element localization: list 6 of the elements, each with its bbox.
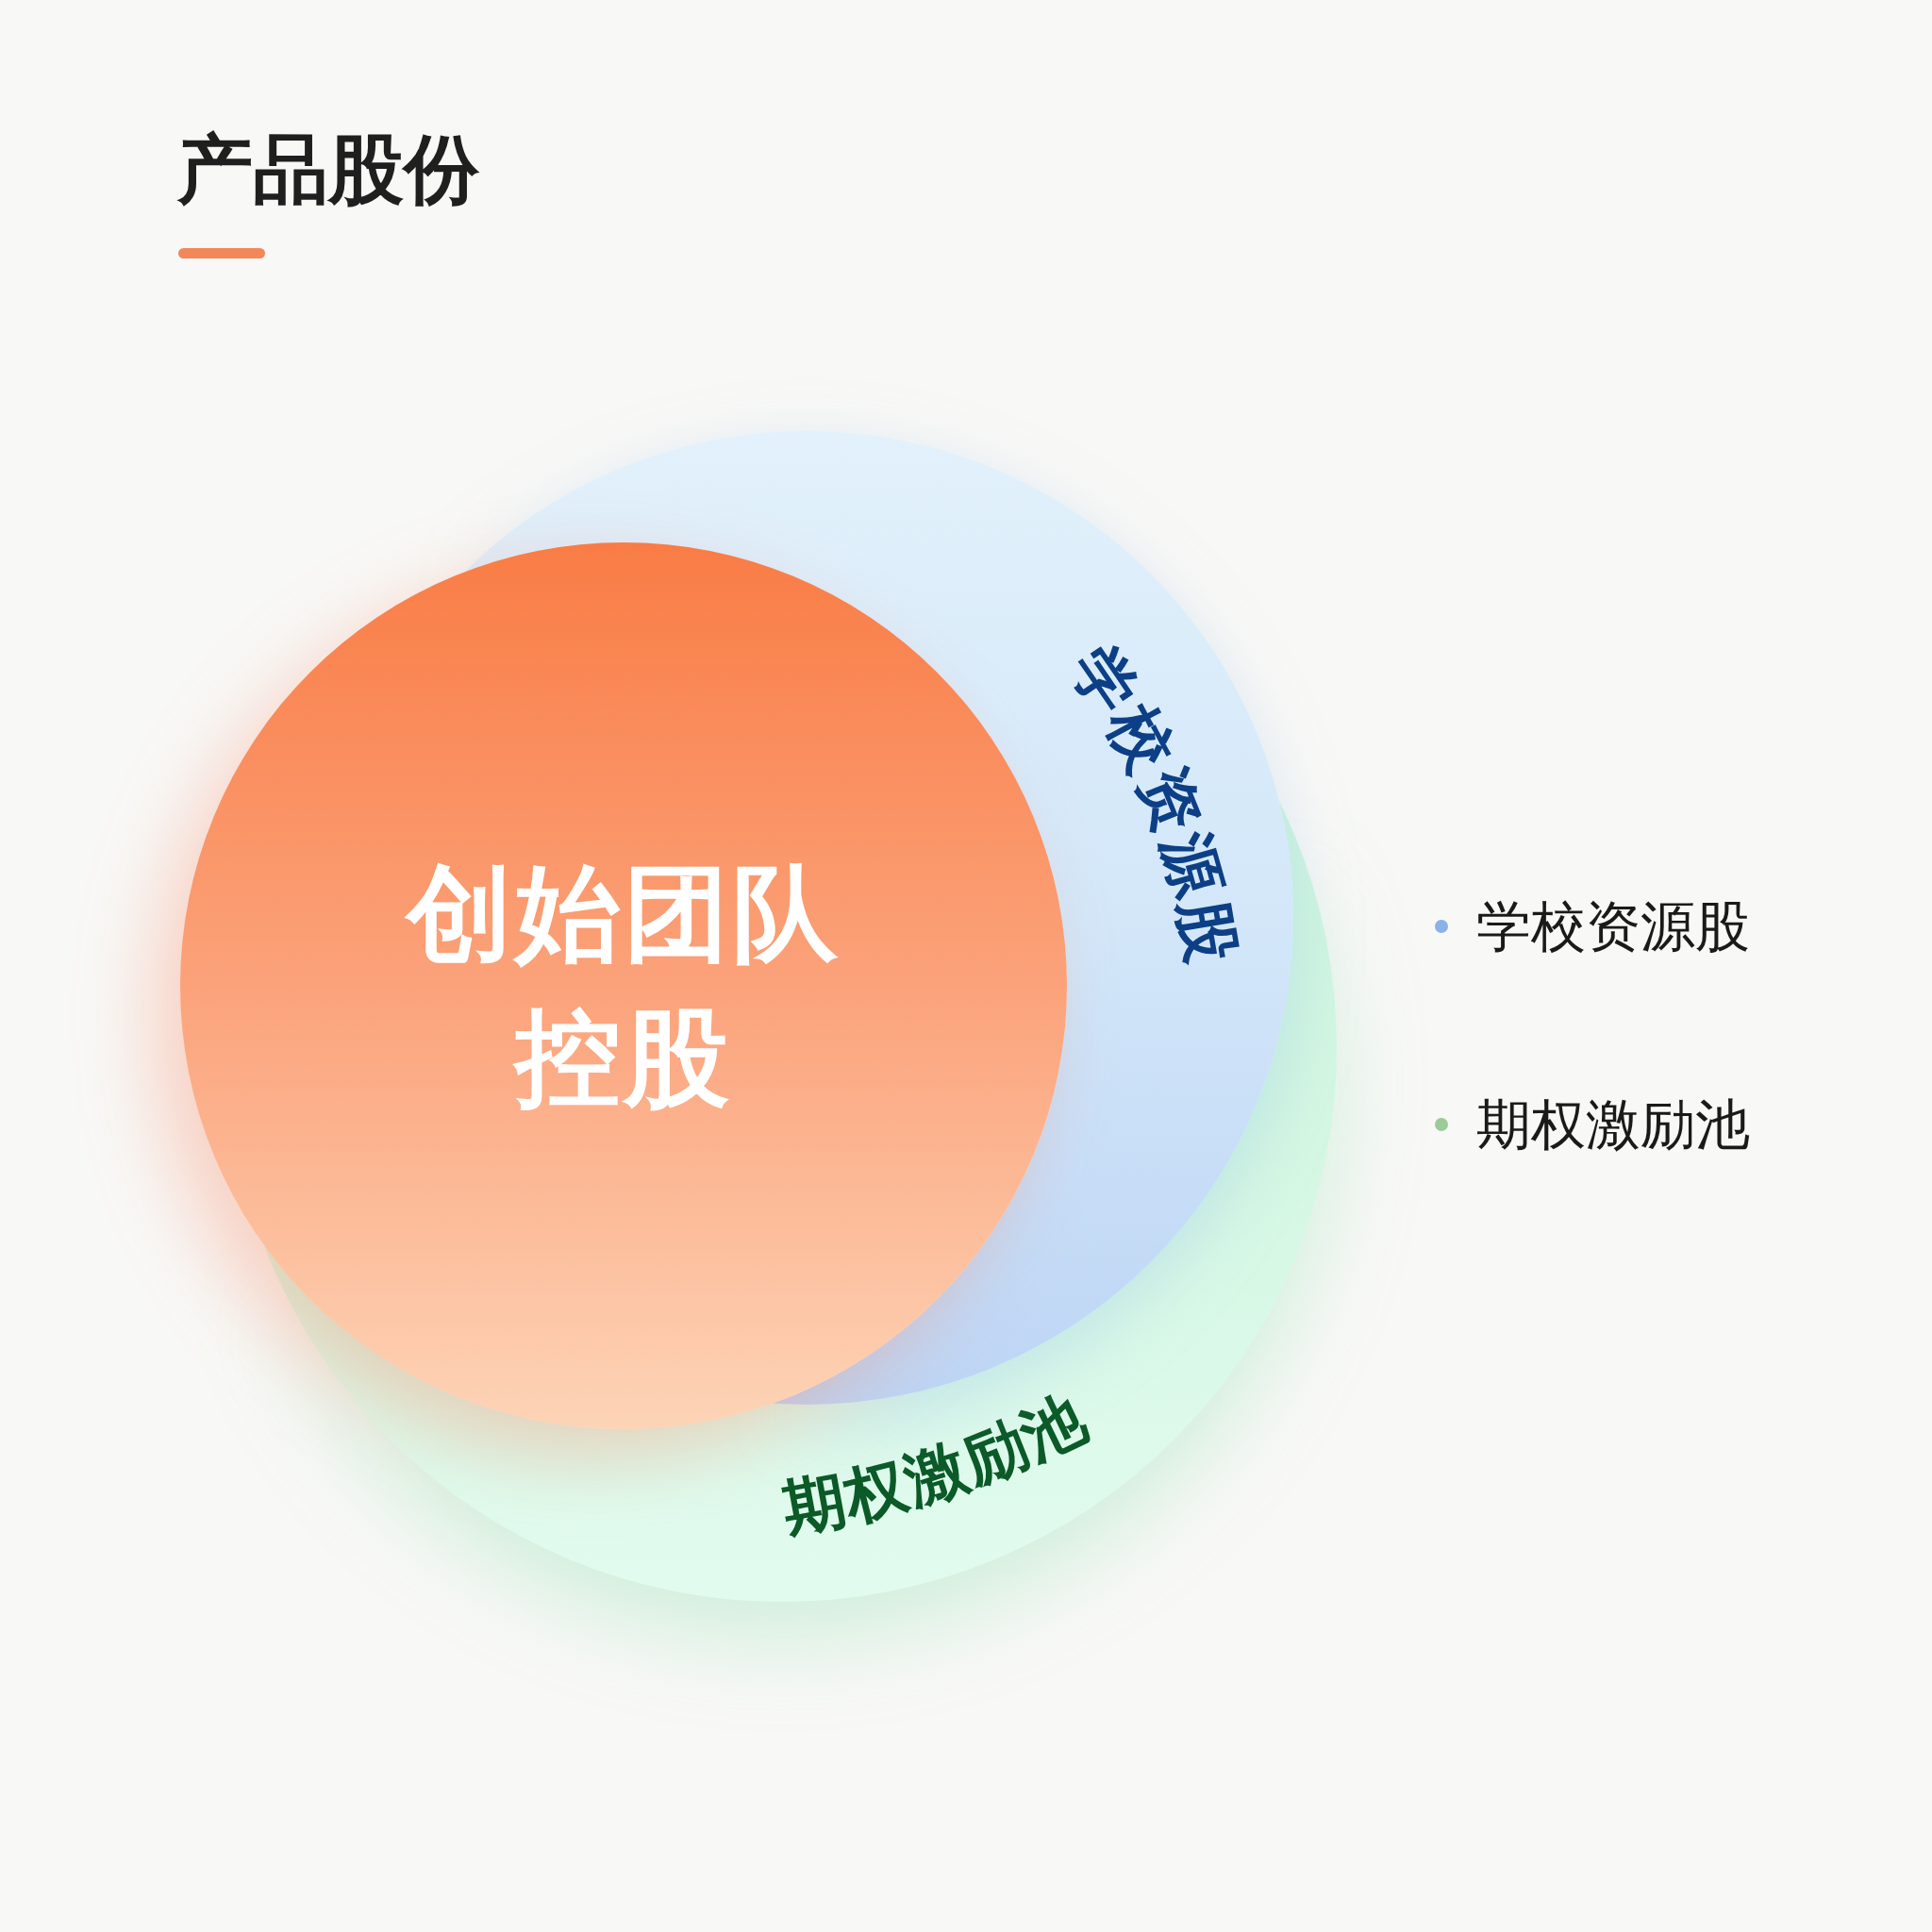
legend-label: 期权激励池 — [1476, 1097, 1750, 1152]
title: 产品股份 — [177, 132, 479, 208]
curved-label: 学校资源股 — [1057, 633, 1249, 972]
legend-label: 学校资源股 — [1476, 899, 1750, 954]
curved-label: 期权激励池 — [777, 1380, 1099, 1547]
circle-label: 创始团队控股 — [402, 841, 845, 1130]
